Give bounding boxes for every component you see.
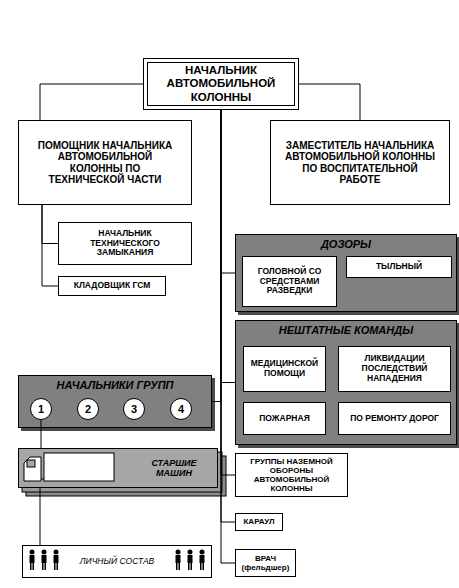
vehicle-box: СТАРШИЕ МАШИН	[18, 448, 218, 488]
connector-line	[42, 205, 58, 244]
person-icons	[30, 550, 205, 571]
node-text: ДОЗОРЫ	[321, 238, 371, 251]
connector-line	[42, 205, 58, 286]
node-text: ПОМОЩНИК НАЧАЛЬНИКА АВТОМОБИЛЬНОЙ КОЛОНН…	[33, 140, 177, 186]
unit-box: ТЫЛЬНЫЙ	[346, 256, 452, 278]
unit-box: ПО РЕМОНТУ ДОРОГ	[338, 402, 451, 435]
node-text: 3	[131, 403, 137, 416]
personnel-box: ЛИЧНЫЙ СОСТАВ	[22, 545, 212, 578]
node-text: НАЧАЛЬНИК ТЕХНИЧЕСКОГО ЗАМЫКАНИЯ	[81, 229, 169, 258]
connector-line	[40, 488, 41, 545]
node-text: 1	[38, 403, 44, 416]
truck-icon	[24, 453, 114, 481]
group-number: 2	[77, 398, 99, 420]
node-text: ГОЛОВНОЙ СО СРЕДСТВАМИ РАЗВЕДКИ	[246, 267, 333, 296]
unit-box: НАЧАЛЬНИК ТЕХНИЧЕСКОГО ЗАМЫКАНИЯ	[58, 222, 192, 265]
group-number: 3	[123, 398, 145, 420]
unit-box: ЛИКВИДАЦИИ ПОСЛЕДСТВИЙ НАПАДЕНИЯ	[338, 346, 451, 392]
node-text: ГРУППЫ НАЗЕМНОЙ ОБОРОНЫ АВТОМОБИЛЬНОЙ КО…	[239, 457, 344, 494]
head-box: НАЧАЛЬНИК АВТОМОБИЛЬНОЙ КОЛОННЫ	[143, 58, 299, 110]
connector-line	[221, 110, 235, 522]
group-band: НЕШТАТНЫЕ КОМАНДЫ МЕДИЦИНСКОЙ ПОМОЩИ ЛИКВИ…	[235, 320, 457, 445]
connector-line	[221, 110, 235, 383]
unit-box: ГОЛОВНОЙ СО СРЕДСТВАМИ РАЗВЕДКИ	[242, 256, 337, 307]
node-text: НЕШТАТНЫЕ КОМАНДЫ	[279, 324, 413, 337]
unit-box: КАРАУЛ	[235, 513, 283, 531]
connector-line	[212, 110, 221, 402]
connector-line	[221, 110, 235, 273]
node-text: 4	[178, 403, 184, 416]
node-text: ВРАЧ (фельдшер)	[239, 554, 292, 572]
connector-line	[221, 110, 235, 563]
unit-box: ГРУППЫ НАЗЕМНОЙ ОБОРОНЫ АВТОМОБИЛЬНОЙ КО…	[235, 453, 348, 497]
node-text: ЛИЧНЫЙ СОСТАВ	[80, 557, 155, 567]
unit-box: МЕДИЦИНСКОЙ ПОМОЩИ	[243, 346, 326, 392]
node-text: НАЧАЛЬНИК АВТОМОБИЛЬНОЙ КОЛОННЫ	[166, 64, 276, 104]
connector-line	[40, 84, 143, 120]
group-number: 1	[30, 398, 52, 420]
node-text: ТЫЛЬНЫЙ	[376, 262, 422, 272]
deputy-box: ПОМОЩНИК НАЧАЛЬНИКА АВТОМОБИЛЬНОЙ КОЛОНН…	[18, 120, 192, 205]
node-text: ПО РЕМОНТУ ДОРОГ	[350, 414, 439, 424]
connector-line	[299, 84, 360, 120]
node-text: СТАРШИЕ МАШИН	[139, 458, 209, 479]
node-text: ПОЖАРНАЯ	[259, 414, 310, 424]
deputy-box: ЗАМЕСТИТЕЛЬ НАЧАЛЬНИКА АВТОМОБИЛЬНОЙ КОЛ…	[270, 120, 450, 205]
group-band: НАЧАЛЬНИКИ ГРУПП 1 2 3 4	[18, 375, 212, 428]
unit-box: КЛАДОВЩИК ГСМ	[58, 276, 166, 296]
node-text: ЛИКВИДАЦИИ ПОСЛЕДСТВИЙ НАПАДЕНИЯ	[342, 354, 447, 383]
node-text: КАРАУЛ	[243, 517, 274, 526]
unit-box: ПОЖАРНАЯ	[243, 402, 326, 435]
node-text: НАЧАЛЬНИКИ ГРУПП	[56, 379, 173, 392]
group-band: ДОЗОРЫ ГОЛОВНОЙ СО СРЕДСТВАМИ РАЗВЕДКИ ТЫЛ…	[235, 234, 457, 312]
unit-box: ВРАЧ (фельдшер)	[235, 549, 296, 577]
connector-line	[41, 420, 42, 448]
node-text: 2	[85, 403, 91, 416]
node-text: МЕДИЦИНСКОЙ ПОМОЩИ	[247, 359, 322, 379]
connector-line	[221, 110, 235, 475]
group-number: 4	[170, 398, 192, 420]
node-text: ЗАМЕСТИТЕЛЬ НАЧАЛЬНИКА АВТОМОБИЛЬНОЙ КОЛ…	[285, 140, 435, 186]
node-text: КЛАДОВЩИК ГСМ	[74, 281, 151, 291]
